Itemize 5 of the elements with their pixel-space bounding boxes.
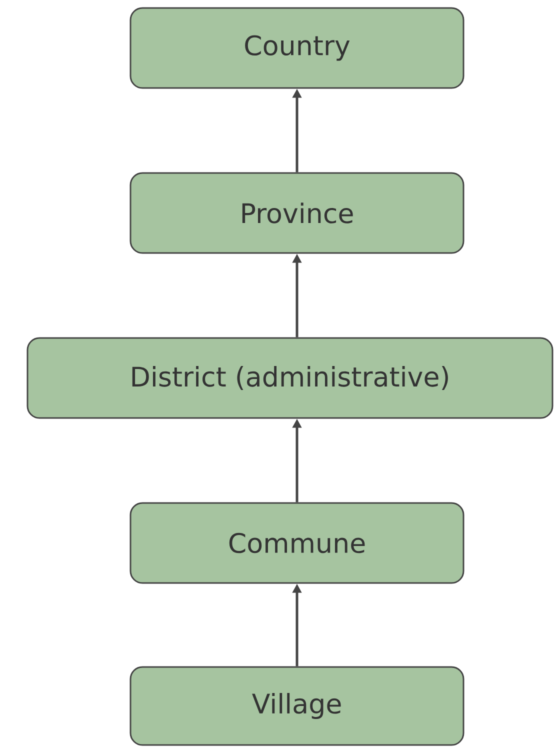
process-box: District (administrative) (26, 337, 554, 419)
process-box: Country (130, 7, 464, 89)
process-box: Province (130, 172, 464, 254)
process-box: Commune (130, 502, 464, 584)
process-box: Village (130, 666, 464, 746)
